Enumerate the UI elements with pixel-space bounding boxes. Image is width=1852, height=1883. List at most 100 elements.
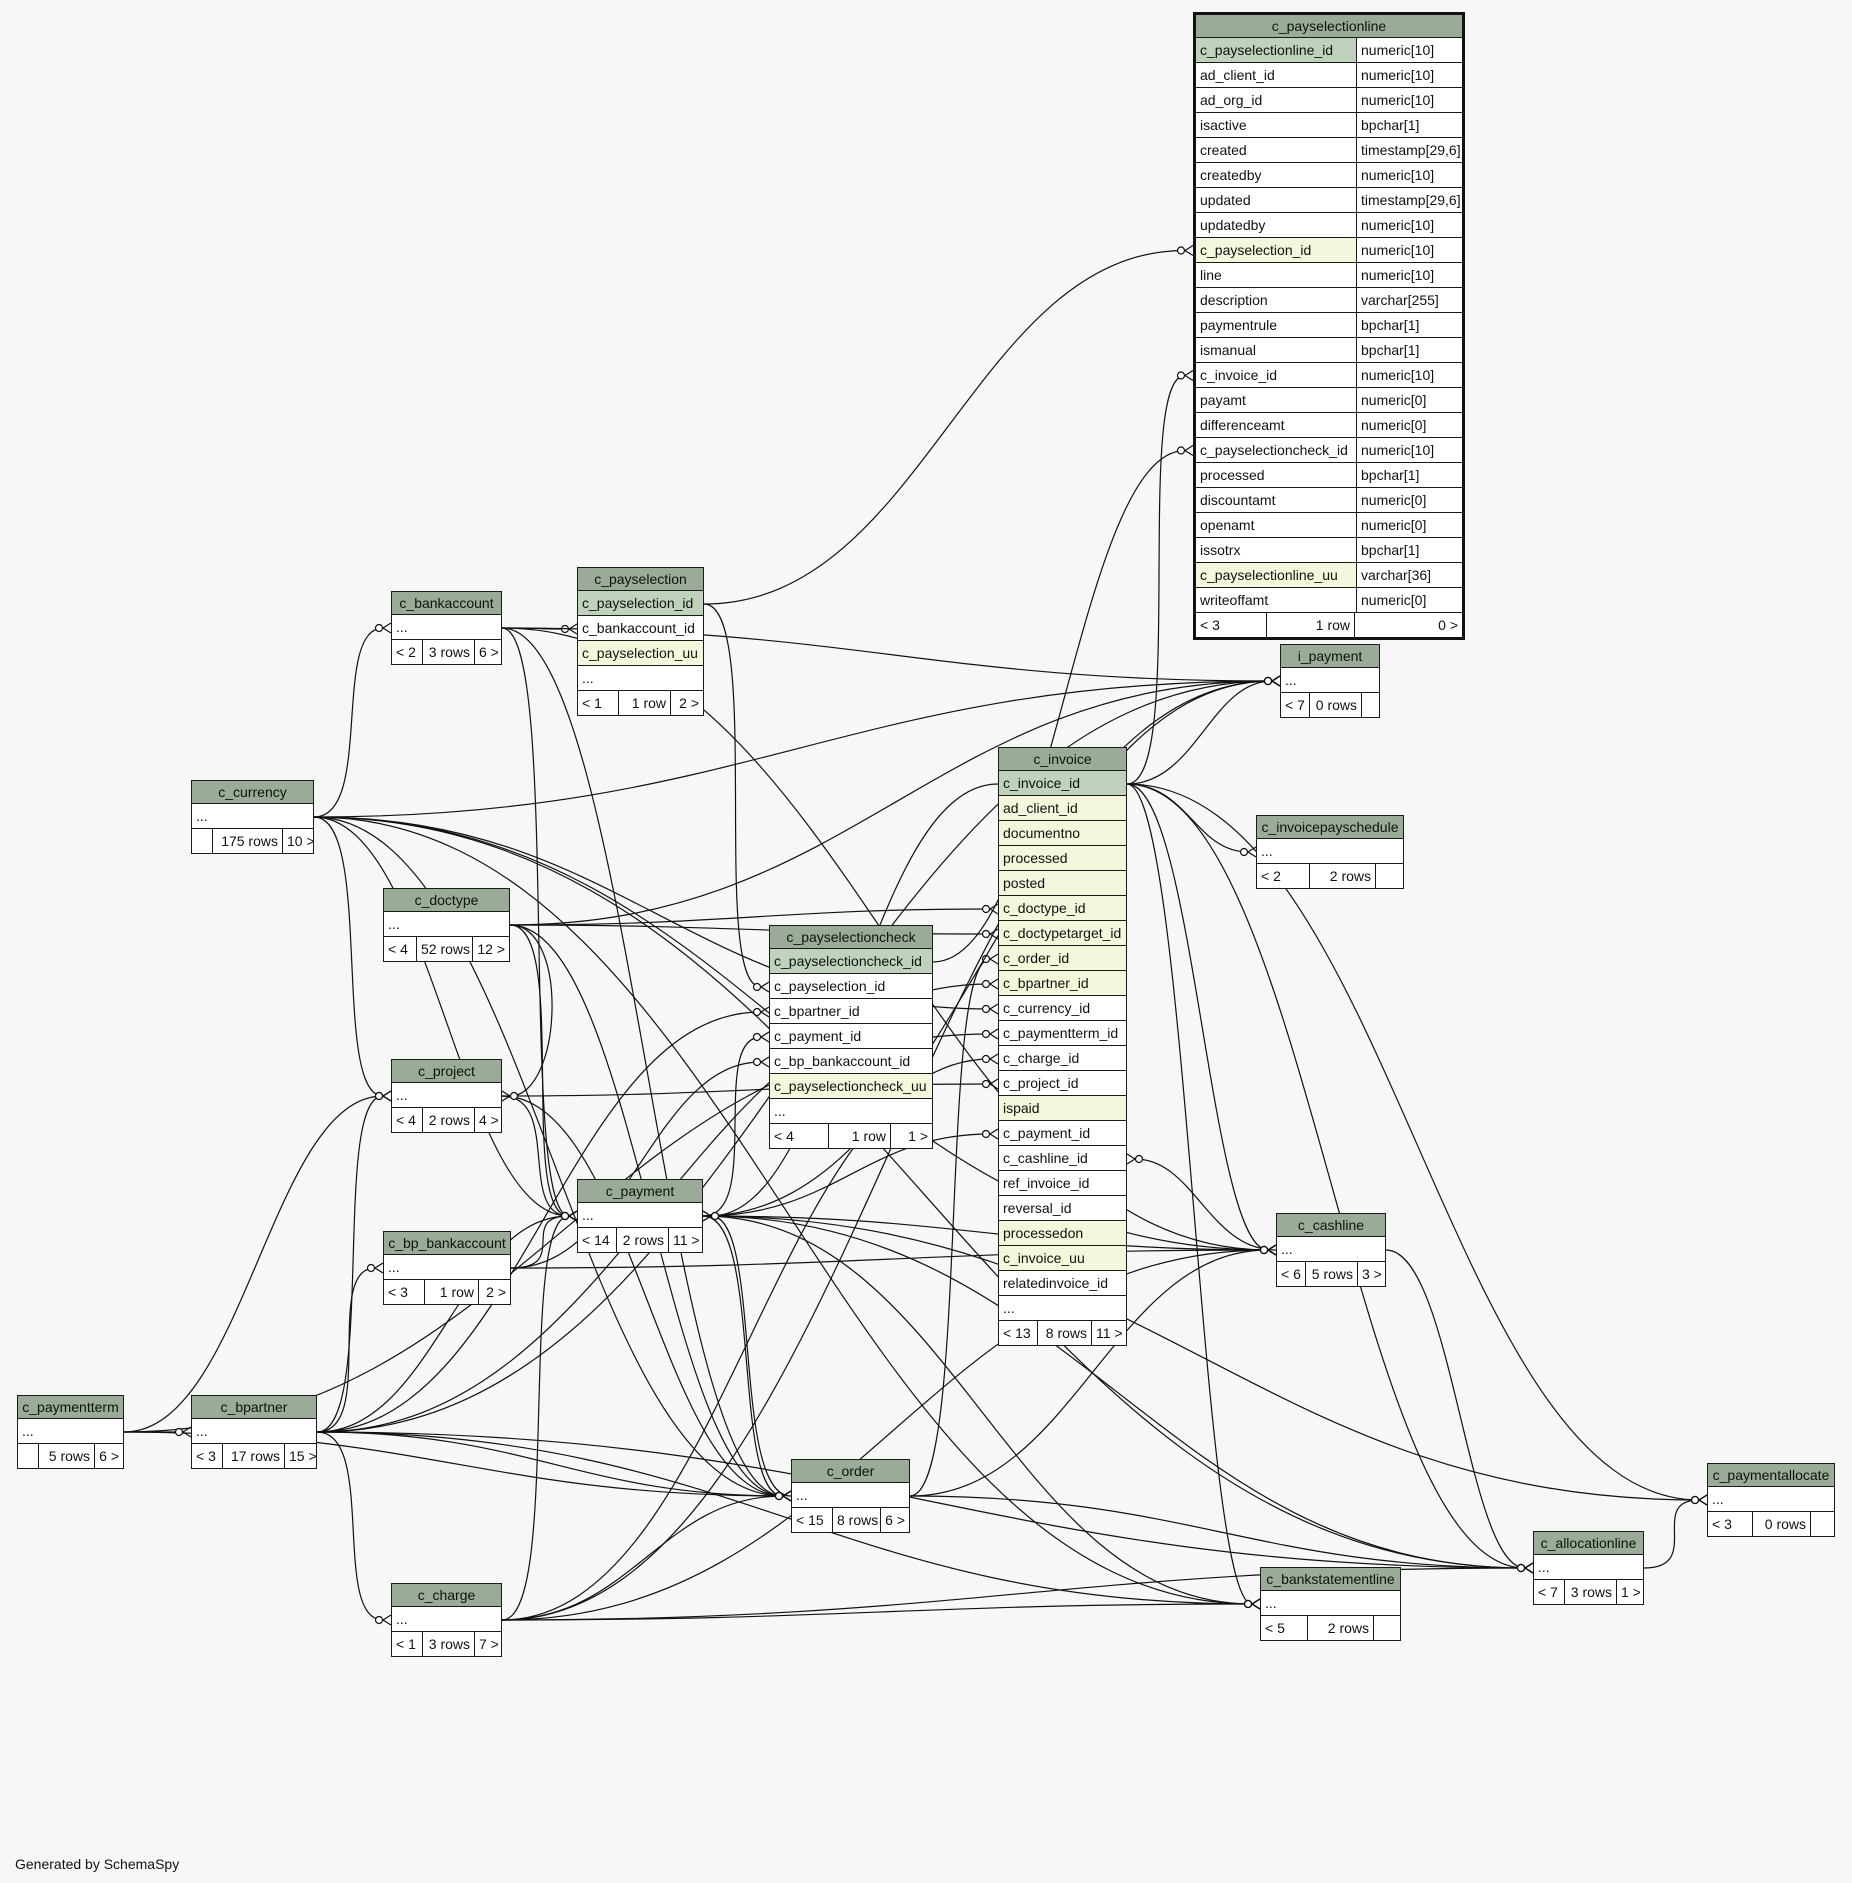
children-link[interactable]: 15 > xyxy=(284,1444,316,1468)
parents-link[interactable]: < 2 xyxy=(396,644,416,660)
table-name[interactable]: c_paymentallocate xyxy=(1708,1464,1834,1487)
relationship-edge xyxy=(702,1215,1269,1251)
table-name[interactable]: c_bp_bankaccount xyxy=(384,1232,510,1255)
table-name[interactable]: c_cashline xyxy=(1277,1214,1385,1237)
table-name[interactable]: c_payselection xyxy=(578,568,703,591)
column-name: isactive xyxy=(1200,117,1247,133)
column-row: c_cashline_id xyxy=(999,1146,1126,1171)
table-name[interactable]: c_bankstatementline xyxy=(1261,1568,1400,1591)
children-link[interactable]: 11 > xyxy=(668,1228,702,1252)
parents-link[interactable]: < 3 xyxy=(1712,1516,1732,1532)
parents-link[interactable] xyxy=(192,829,212,853)
parents-link[interactable]: < 4 xyxy=(774,1128,794,1144)
table-name[interactable]: c_doctype xyxy=(384,889,509,912)
row-count: 0 rows xyxy=(1309,693,1361,717)
children-link[interactable] xyxy=(1361,693,1379,717)
children-link[interactable]: 6 > xyxy=(880,1508,909,1532)
table-name[interactable]: c_currency xyxy=(192,781,313,804)
row-count: 0 rows xyxy=(1752,1512,1810,1536)
table-name[interactable]: c_payselectioncheck xyxy=(770,926,932,949)
parents-link[interactable]: < 4 xyxy=(396,1112,416,1128)
parents-link[interactable]: < 7 xyxy=(1538,1584,1558,1600)
table-name[interactable]: i_payment xyxy=(1281,645,1379,668)
children-link[interactable]: 12 > xyxy=(472,937,509,961)
children-link[interactable]: 1 > xyxy=(890,1124,932,1148)
column-name: c_paymentterm_id xyxy=(1003,1025,1119,1041)
column-type: numeric[10] xyxy=(1356,88,1462,112)
column-name: c_invoice_id xyxy=(999,771,1126,795)
relationship-edge xyxy=(313,816,384,1097)
table-name[interactable]: c_project xyxy=(392,1060,501,1083)
optional-marker xyxy=(752,982,762,992)
children-link[interactable] xyxy=(1373,1616,1400,1640)
children-link[interactable]: 3 > xyxy=(1357,1262,1385,1286)
children-link[interactable]: 11 > xyxy=(1091,1321,1126,1345)
children-link[interactable]: 4 > xyxy=(474,1108,501,1132)
column-name: ismanual xyxy=(1200,342,1257,358)
column-row: c_order_id xyxy=(999,946,1126,971)
table-name[interactable]: c_invoicepayschedule xyxy=(1257,816,1403,839)
parents-link[interactable]: < 4 xyxy=(388,941,408,957)
parents-link[interactable]: < 15 xyxy=(796,1512,824,1528)
table-name[interactable]: c_invoice xyxy=(999,748,1126,771)
children-link[interactable]: 6 > xyxy=(94,1444,123,1468)
table-name[interactable]: c_payment xyxy=(578,1180,702,1203)
table-name[interactable]: c_payselectionline xyxy=(1196,15,1462,38)
children-link[interactable]: 0 > xyxy=(1354,613,1462,637)
parents-link[interactable] xyxy=(18,1444,38,1468)
parents-link[interactable]: < 5 xyxy=(1265,1620,1285,1636)
children-link[interactable] xyxy=(1810,1512,1834,1536)
table-name[interactable]: c_allocationline xyxy=(1534,1532,1643,1555)
parents-link[interactable]: < 7 xyxy=(1285,697,1305,713)
optional-marker xyxy=(1176,446,1186,455)
crows-foot-marker xyxy=(1184,369,1194,382)
children-link[interactable] xyxy=(1375,864,1403,888)
parents-link[interactable]: < 13 xyxy=(1003,1325,1031,1341)
table-name[interactable]: c_order xyxy=(792,1460,909,1483)
parents-link[interactable]: < 1 xyxy=(582,695,602,711)
children-link[interactable]: 2 > xyxy=(478,1280,510,1304)
children-link[interactable]: 1 > xyxy=(1616,1580,1643,1604)
optional-marker xyxy=(560,1211,570,1221)
children-link[interactable]: 2 > xyxy=(670,691,703,715)
parents-link[interactable]: < 1 xyxy=(396,1636,416,1652)
parents-link[interactable]: < 2 xyxy=(1261,868,1281,884)
crows-foot-marker xyxy=(1698,1494,1708,1506)
children-link[interactable]: 10 > xyxy=(282,829,313,853)
parents-link[interactable]: < 3 xyxy=(1200,617,1220,633)
crows-foot-marker xyxy=(374,1262,384,1274)
table-name[interactable]: c_bpartner xyxy=(192,1396,316,1419)
table-name[interactable]: c_charge xyxy=(392,1584,501,1607)
parents-link[interactable]: < 3 xyxy=(388,1284,408,1300)
table-name[interactable]: c_bankaccount xyxy=(392,592,501,615)
relationship-edge xyxy=(509,924,570,1217)
parents-link[interactable]: < 3 xyxy=(196,1448,216,1464)
parents-link[interactable]: < 6 xyxy=(1281,1266,1301,1282)
table-name[interactable]: c_paymentterm xyxy=(18,1396,123,1419)
children-link[interactable]: 6 > xyxy=(474,640,501,664)
children-link[interactable]: 7 > xyxy=(474,1632,501,1656)
parents-link[interactable]: < 14 xyxy=(582,1232,610,1248)
